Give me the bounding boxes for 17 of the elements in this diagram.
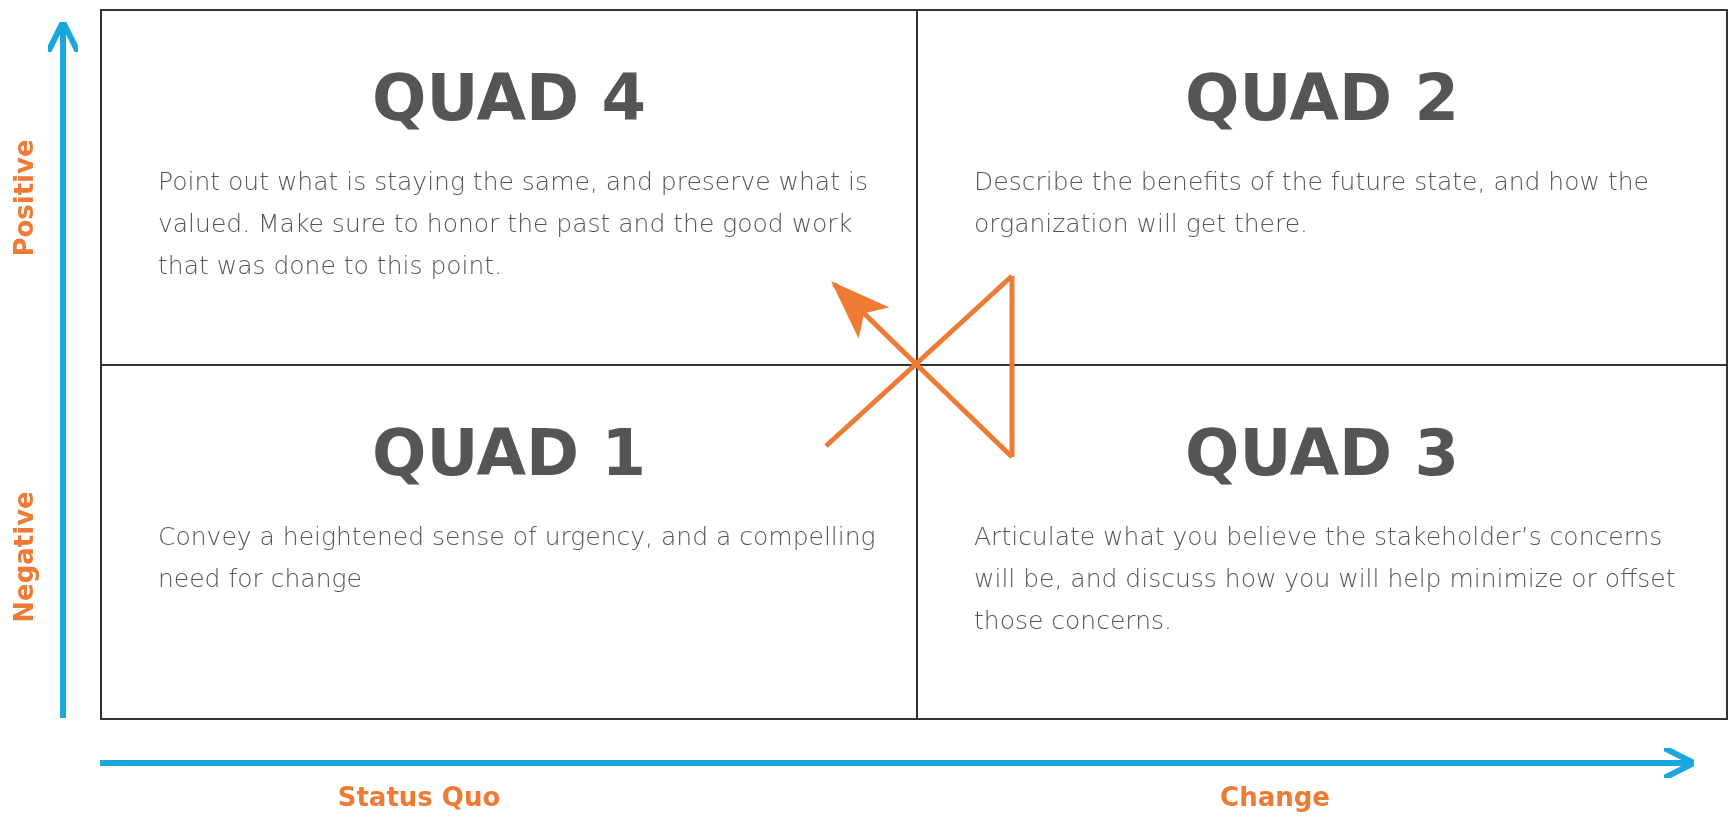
quadrant-title: QUAD 2: [1184, 61, 1460, 135]
quadrant-cell: [916, 9, 1728, 366]
quadrant-title: QUAD 4: [371, 61, 647, 135]
quadrant-description: Articulate what you believe the stakeholder’s concerns will be, and discuss how you will help minimize or offset those concerns.: [974, 521, 1677, 637]
quadrant-title: QUAD 1: [371, 416, 647, 490]
quadrant-description: Describe the benefits of the future state, and how the organization will get there.: [974, 166, 1650, 240]
quadrant-title: QUAD 3: [1184, 416, 1460, 490]
axis-label: Positive: [9, 139, 39, 257]
quadrant-description: Point out what is staying the same, and preserve what is valued. Make sure to honor the past and the good work that was done to this point.: [158, 166, 869, 282]
quadrant-cell: [100, 364, 918, 720]
quadrant-cell: [916, 364, 1728, 720]
quadrant-cell: [100, 9, 918, 366]
axis-label: Change: [1220, 782, 1330, 812]
axis-label: Negative: [9, 491, 39, 623]
axis-label: Status Quo: [337, 782, 501, 812]
quadrant-description: Convey a heightened sense of urgency, and a compelling need for change: [158, 521, 876, 595]
connector-line: [1009, 276, 1015, 457]
